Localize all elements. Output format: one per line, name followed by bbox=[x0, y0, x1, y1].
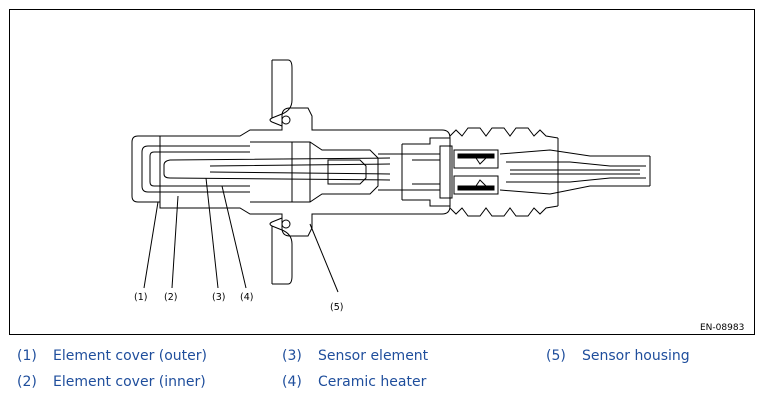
inner-element-cover bbox=[141, 145, 250, 193]
legend-item-2: (2) Element cover (inner) bbox=[17, 374, 206, 390]
callout-leaders bbox=[143, 177, 339, 293]
rubber-boot bbox=[449, 127, 559, 217]
legend-number: (1) bbox=[17, 348, 37, 364]
legend-item-1: (1) Element cover (outer) bbox=[17, 348, 207, 364]
legend-number: (5) bbox=[546, 348, 566, 364]
legend-number: (3) bbox=[282, 348, 302, 364]
legend-item-3: (3) Sensor element bbox=[282, 348, 428, 364]
connector-body bbox=[401, 137, 450, 207]
mounting-flange bbox=[269, 59, 293, 285]
legend: (1) Element cover (outer) (2) Element cove… bbox=[0, 346, 765, 400]
figure-code: EN-08983 bbox=[700, 323, 744, 333]
legend-label: Element cover (inner) bbox=[53, 374, 206, 390]
callout-5: (5) bbox=[330, 302, 343, 313]
legend-label: Sensor housing bbox=[582, 348, 690, 364]
legend-number: (2) bbox=[17, 374, 37, 390]
legend-label: Element cover (outer) bbox=[53, 348, 207, 364]
sensor-housing bbox=[159, 107, 451, 237]
wiring-harness bbox=[499, 149, 651, 195]
sensor-diagram-frame: (1) (2) (3) (4) (5) EN-08983 bbox=[9, 9, 755, 335]
callout-4: (4) bbox=[240, 292, 253, 303]
legend-item-4: (4) Ceramic heater bbox=[282, 374, 426, 390]
legend-label: Ceramic heater bbox=[318, 374, 427, 390]
legend-number: (4) bbox=[282, 374, 302, 390]
callout-2: (2) bbox=[164, 292, 177, 303]
oxygen-sensor-drawing: (1) (2) (3) (4) (5) EN-08983 bbox=[131, 59, 744, 333]
callout-1: (1) bbox=[134, 292, 147, 303]
ceramic-heater bbox=[209, 163, 391, 175]
legend-item-5: (5) Sensor housing bbox=[546, 348, 690, 364]
legend-label: Sensor element bbox=[318, 348, 429, 364]
sensor-element bbox=[163, 157, 391, 181]
outer-element-cover bbox=[131, 135, 160, 203]
callout-3: (3) bbox=[212, 292, 225, 303]
